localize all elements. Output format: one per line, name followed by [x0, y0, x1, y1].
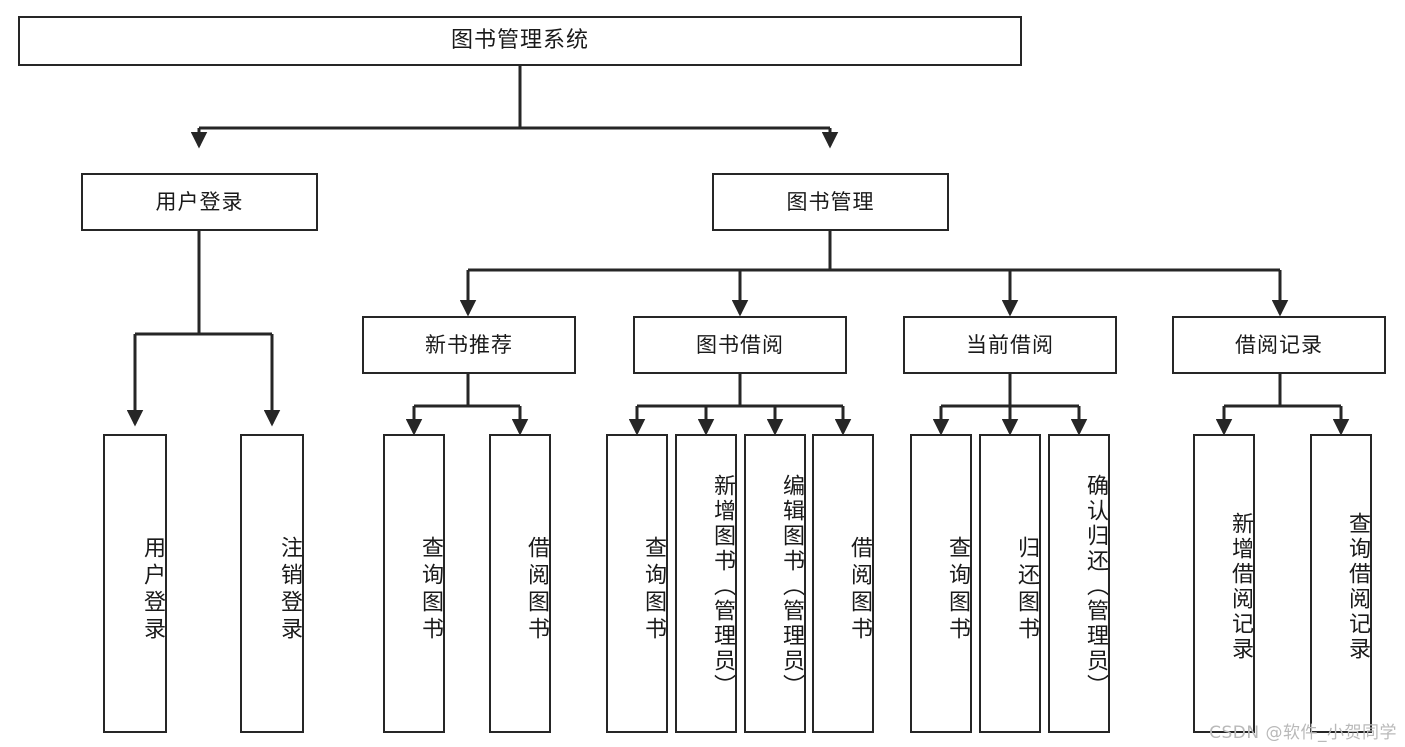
node-label: 注销登录 — [277, 535, 302, 644]
leaf-newbook-search-book[interactable]: 查询图书 — [383, 434, 445, 733]
leaf-borrow-search-book[interactable]: 查询图书 — [606, 434, 668, 733]
node-label: 确认归还（管理员） — [1083, 474, 1108, 699]
csdn-watermark: CSDN @软件_小贺同学 — [1209, 723, 1397, 743]
node-book-management[interactable]: 图书管理 — [712, 173, 949, 231]
node-label: 图书借阅 — [696, 332, 784, 357]
node-label: 图书管理系统 — [450, 28, 589, 54]
leaf-borrow-borrow-book[interactable]: 借阅图书 — [812, 434, 874, 733]
node-label: 用户登录 — [155, 189, 244, 214]
leaf-user-login[interactable]: 用户登录 — [103, 434, 167, 733]
leaf-record-add-record[interactable]: 新增借阅记录 — [1193, 434, 1255, 733]
node-label: 归还图书 — [1014, 535, 1039, 644]
leaf-current-confirm-return-admin[interactable]: 确认归还（管理员） — [1048, 434, 1110, 733]
node-label: 当前借阅 — [966, 332, 1054, 357]
leaf-record-search-record[interactable]: 查询借阅记录 — [1310, 434, 1372, 733]
node-label: 借阅图书 — [847, 535, 872, 644]
node-root-system[interactable]: 图书管理系统 — [18, 16, 1022, 66]
node-label: 编辑图书（管理员） — [779, 474, 804, 699]
leaf-newbook-borrow-book[interactable]: 借阅图书 — [489, 434, 551, 733]
node-user-login[interactable]: 用户登录 — [81, 173, 318, 231]
node-label: 查询图书 — [945, 535, 970, 644]
node-label: 借阅记录 — [1235, 332, 1323, 357]
leaf-current-search-book[interactable]: 查询图书 — [910, 434, 972, 733]
node-new-book-recommend[interactable]: 新书推荐 — [362, 316, 576, 374]
node-label: 图书管理 — [786, 189, 875, 214]
leaf-borrow-edit-book-admin[interactable]: 编辑图书（管理员） — [744, 434, 806, 733]
leaf-borrow-add-book-admin[interactable]: 新增图书（管理员） — [675, 434, 737, 733]
node-current-borrow[interactable]: 当前借阅 — [903, 316, 1117, 374]
leaf-current-return-book[interactable]: 归还图书 — [979, 434, 1041, 733]
node-label: 查询借阅记录 — [1345, 511, 1370, 662]
node-label: 借阅图书 — [524, 535, 549, 644]
node-book-borrow[interactable]: 图书借阅 — [633, 316, 847, 374]
node-label: 新书推荐 — [425, 332, 513, 357]
node-label: 新增图书（管理员） — [710, 474, 735, 699]
node-label: 查询图书 — [641, 535, 666, 644]
node-label: 新增借阅记录 — [1228, 511, 1253, 662]
node-label: 用户登录 — [140, 535, 165, 644]
node-label: 查询图书 — [418, 535, 443, 644]
node-borrow-record[interactable]: 借阅记录 — [1172, 316, 1386, 374]
leaf-user-logout[interactable]: 注销登录 — [240, 434, 304, 733]
